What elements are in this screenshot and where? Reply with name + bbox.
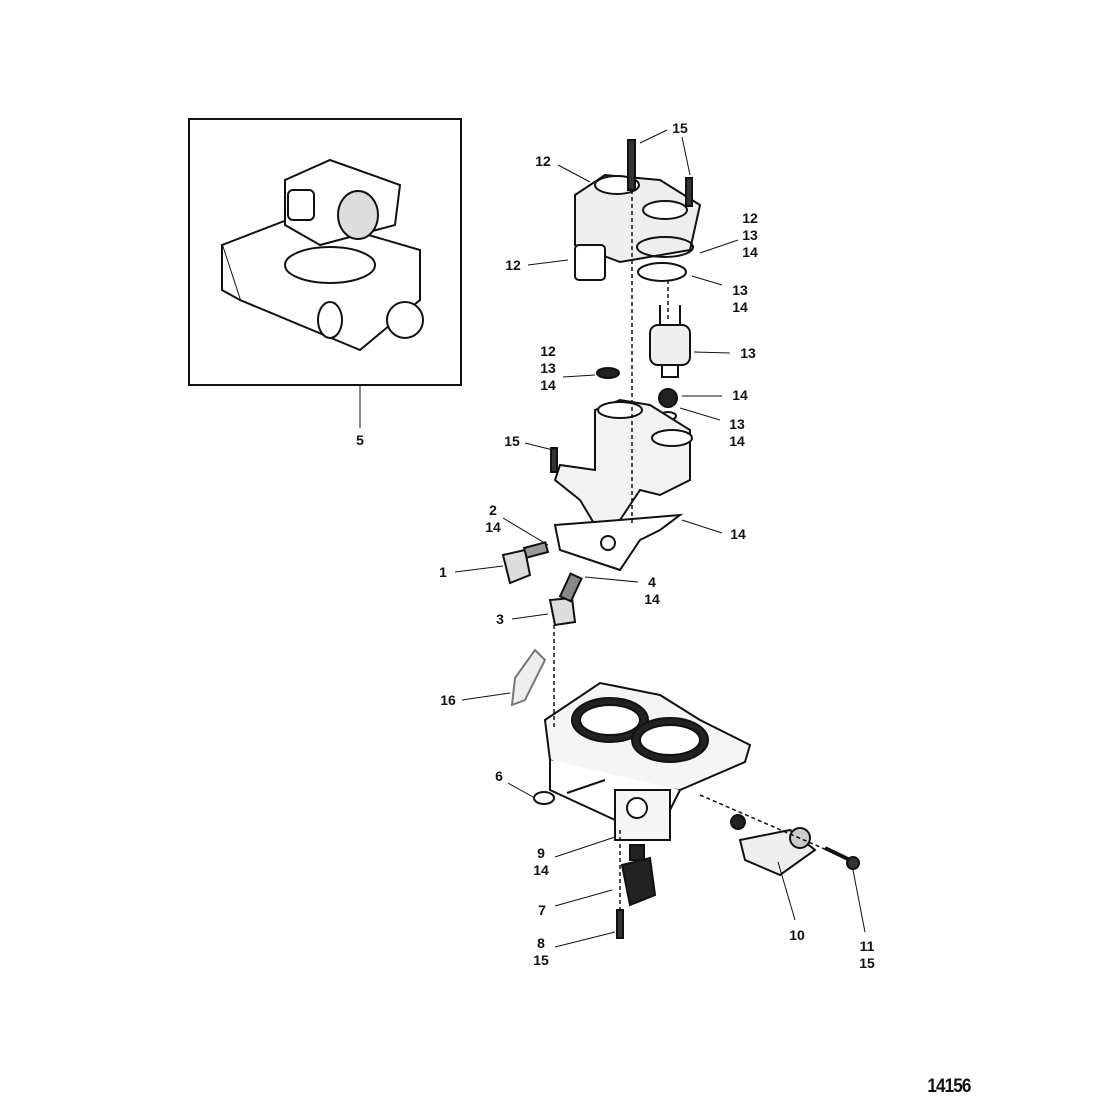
assembled-throttle-body — [220, 158, 424, 352]
callout-number: 13 — [740, 345, 756, 361]
callout-label: 3 — [496, 611, 504, 628]
callout-number: 3 — [496, 611, 504, 627]
callout-label: 10 — [789, 927, 805, 944]
leader-line — [554, 889, 613, 907]
throttle-body — [543, 681, 752, 841]
fuel-injector — [649, 305, 691, 421]
callout-number: 14 — [732, 299, 748, 315]
callout-number: 2 — [489, 502, 497, 518]
leader-line — [507, 782, 534, 798]
callout-label: 15 — [672, 120, 688, 137]
leader-line — [693, 351, 731, 354]
callout-number: 15 — [504, 433, 520, 449]
fuel-meter-cover — [574, 173, 702, 282]
leader-line — [852, 869, 866, 933]
callout-label: 14 — [732, 387, 748, 404]
leader-line — [502, 517, 549, 546]
leader-line — [699, 239, 739, 254]
callout-label: 6 — [495, 768, 503, 785]
leader-line — [681, 136, 691, 176]
leader-line — [527, 259, 569, 266]
callout-number: 12 — [540, 343, 556, 359]
callout-label: 1 — [439, 564, 447, 581]
callout-number: 14 — [742, 244, 758, 260]
callout-number: 10 — [789, 927, 805, 943]
callout-number: 15 — [533, 952, 549, 968]
callout-label: 16 — [440, 692, 456, 709]
callout-number: 5 — [356, 432, 364, 448]
callout-number: 12 — [505, 257, 521, 273]
leader-line — [777, 861, 796, 921]
callout-number: 14 — [729, 433, 745, 449]
leader-line — [679, 407, 721, 421]
callout-number: 13 — [729, 416, 745, 432]
leader-line — [681, 519, 723, 534]
leader-line — [524, 442, 554, 451]
leader-line — [557, 164, 591, 183]
callout-label: 7 — [538, 902, 546, 919]
callout-number: 14 — [730, 526, 746, 542]
callout-number: 14 — [485, 519, 501, 535]
callout-label: 13 — [740, 345, 756, 362]
callout-number: 11 — [859, 938, 875, 954]
callout-number: 4 — [648, 574, 656, 590]
assembled-view-inset — [188, 118, 462, 386]
callout-number: 16 — [440, 692, 456, 708]
callout-number: 12 — [742, 210, 758, 226]
leader-line — [639, 129, 668, 144]
callout-number: 7 — [538, 902, 546, 918]
callout-number: 9 — [537, 845, 545, 861]
callout-number: 13 — [540, 360, 556, 376]
fuel-meter-body — [553, 398, 693, 572]
callout-label: 12 — [505, 257, 521, 274]
callout-number: 14 — [533, 862, 549, 878]
callout-number: 15 — [672, 120, 688, 136]
callout-number: 14 — [540, 377, 556, 393]
leader-line — [461, 692, 511, 701]
callout-number: 14 — [644, 591, 660, 607]
leader-line — [511, 613, 549, 620]
callout-number: 15 — [859, 955, 875, 971]
callout-label: 5 — [356, 432, 364, 449]
callout-number: 8 — [537, 935, 545, 951]
leader-line — [454, 565, 504, 573]
callout-number: 13 — [742, 227, 758, 243]
callout-label: 12 — [535, 153, 551, 170]
figure-number: 14156 — [927, 1076, 971, 1097]
leader-line — [554, 836, 616, 858]
callout-number: 13 — [732, 282, 748, 298]
callout-label: 15 — [504, 433, 520, 450]
callout-number: 14 — [732, 387, 748, 403]
leader-line — [554, 931, 616, 948]
leader-line — [562, 374, 596, 378]
callout-number: 6 — [495, 768, 503, 784]
leader-line — [584, 576, 639, 583]
callout-label: 14 — [730, 526, 746, 543]
leader-line — [691, 275, 723, 286]
callout-number: 12 — [535, 153, 551, 169]
callout-number: 1 — [439, 564, 447, 580]
